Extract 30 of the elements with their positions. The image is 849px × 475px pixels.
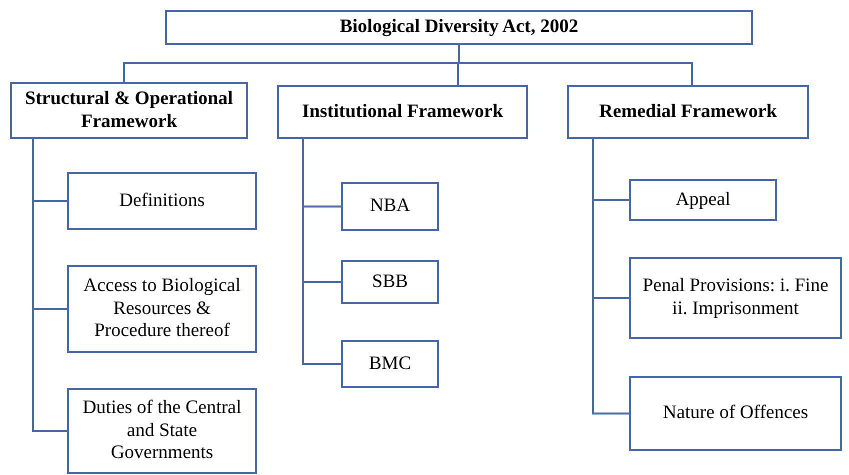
heading-box (567, 85, 809, 139)
item-box (67, 172, 257, 230)
connector-line (458, 45, 693, 85)
connector-line (592, 139, 629, 414)
heading-box (165, 10, 753, 45)
box-label: Access to Biological Resources & Procedure thereof (82, 274, 242, 344)
connector-line (32, 139, 67, 432)
box-label: Definitions (119, 190, 205, 212)
item-box (629, 179, 777, 221)
heading-box (277, 85, 528, 139)
box-label: Duties of the Central and State Governments (82, 396, 242, 466)
box-label: Appeal (676, 188, 730, 212)
heading-box (10, 82, 248, 139)
box-label: SBB (372, 270, 408, 294)
item-box (341, 340, 439, 388)
box-label: Nature of Offences (662, 402, 808, 425)
item-box (341, 182, 439, 231)
box-label: Penal Provisions: i. Fine ii. Imprisonment (642, 275, 830, 321)
box-label: NBA (370, 195, 410, 218)
box-label: Remedial Framework (599, 100, 777, 124)
item-box (341, 260, 439, 304)
box-label: Biological Diversity Act, 2002 (340, 16, 578, 39)
item-box (67, 265, 257, 353)
box-label: BMC (368, 352, 412, 376)
item-box (67, 388, 257, 474)
item-box (629, 376, 842, 451)
item-box (629, 257, 842, 339)
box-label: Structural & Operational Framework (24, 88, 234, 134)
box-label: Institutional Framework (302, 100, 504, 124)
connector-line (302, 139, 341, 365)
